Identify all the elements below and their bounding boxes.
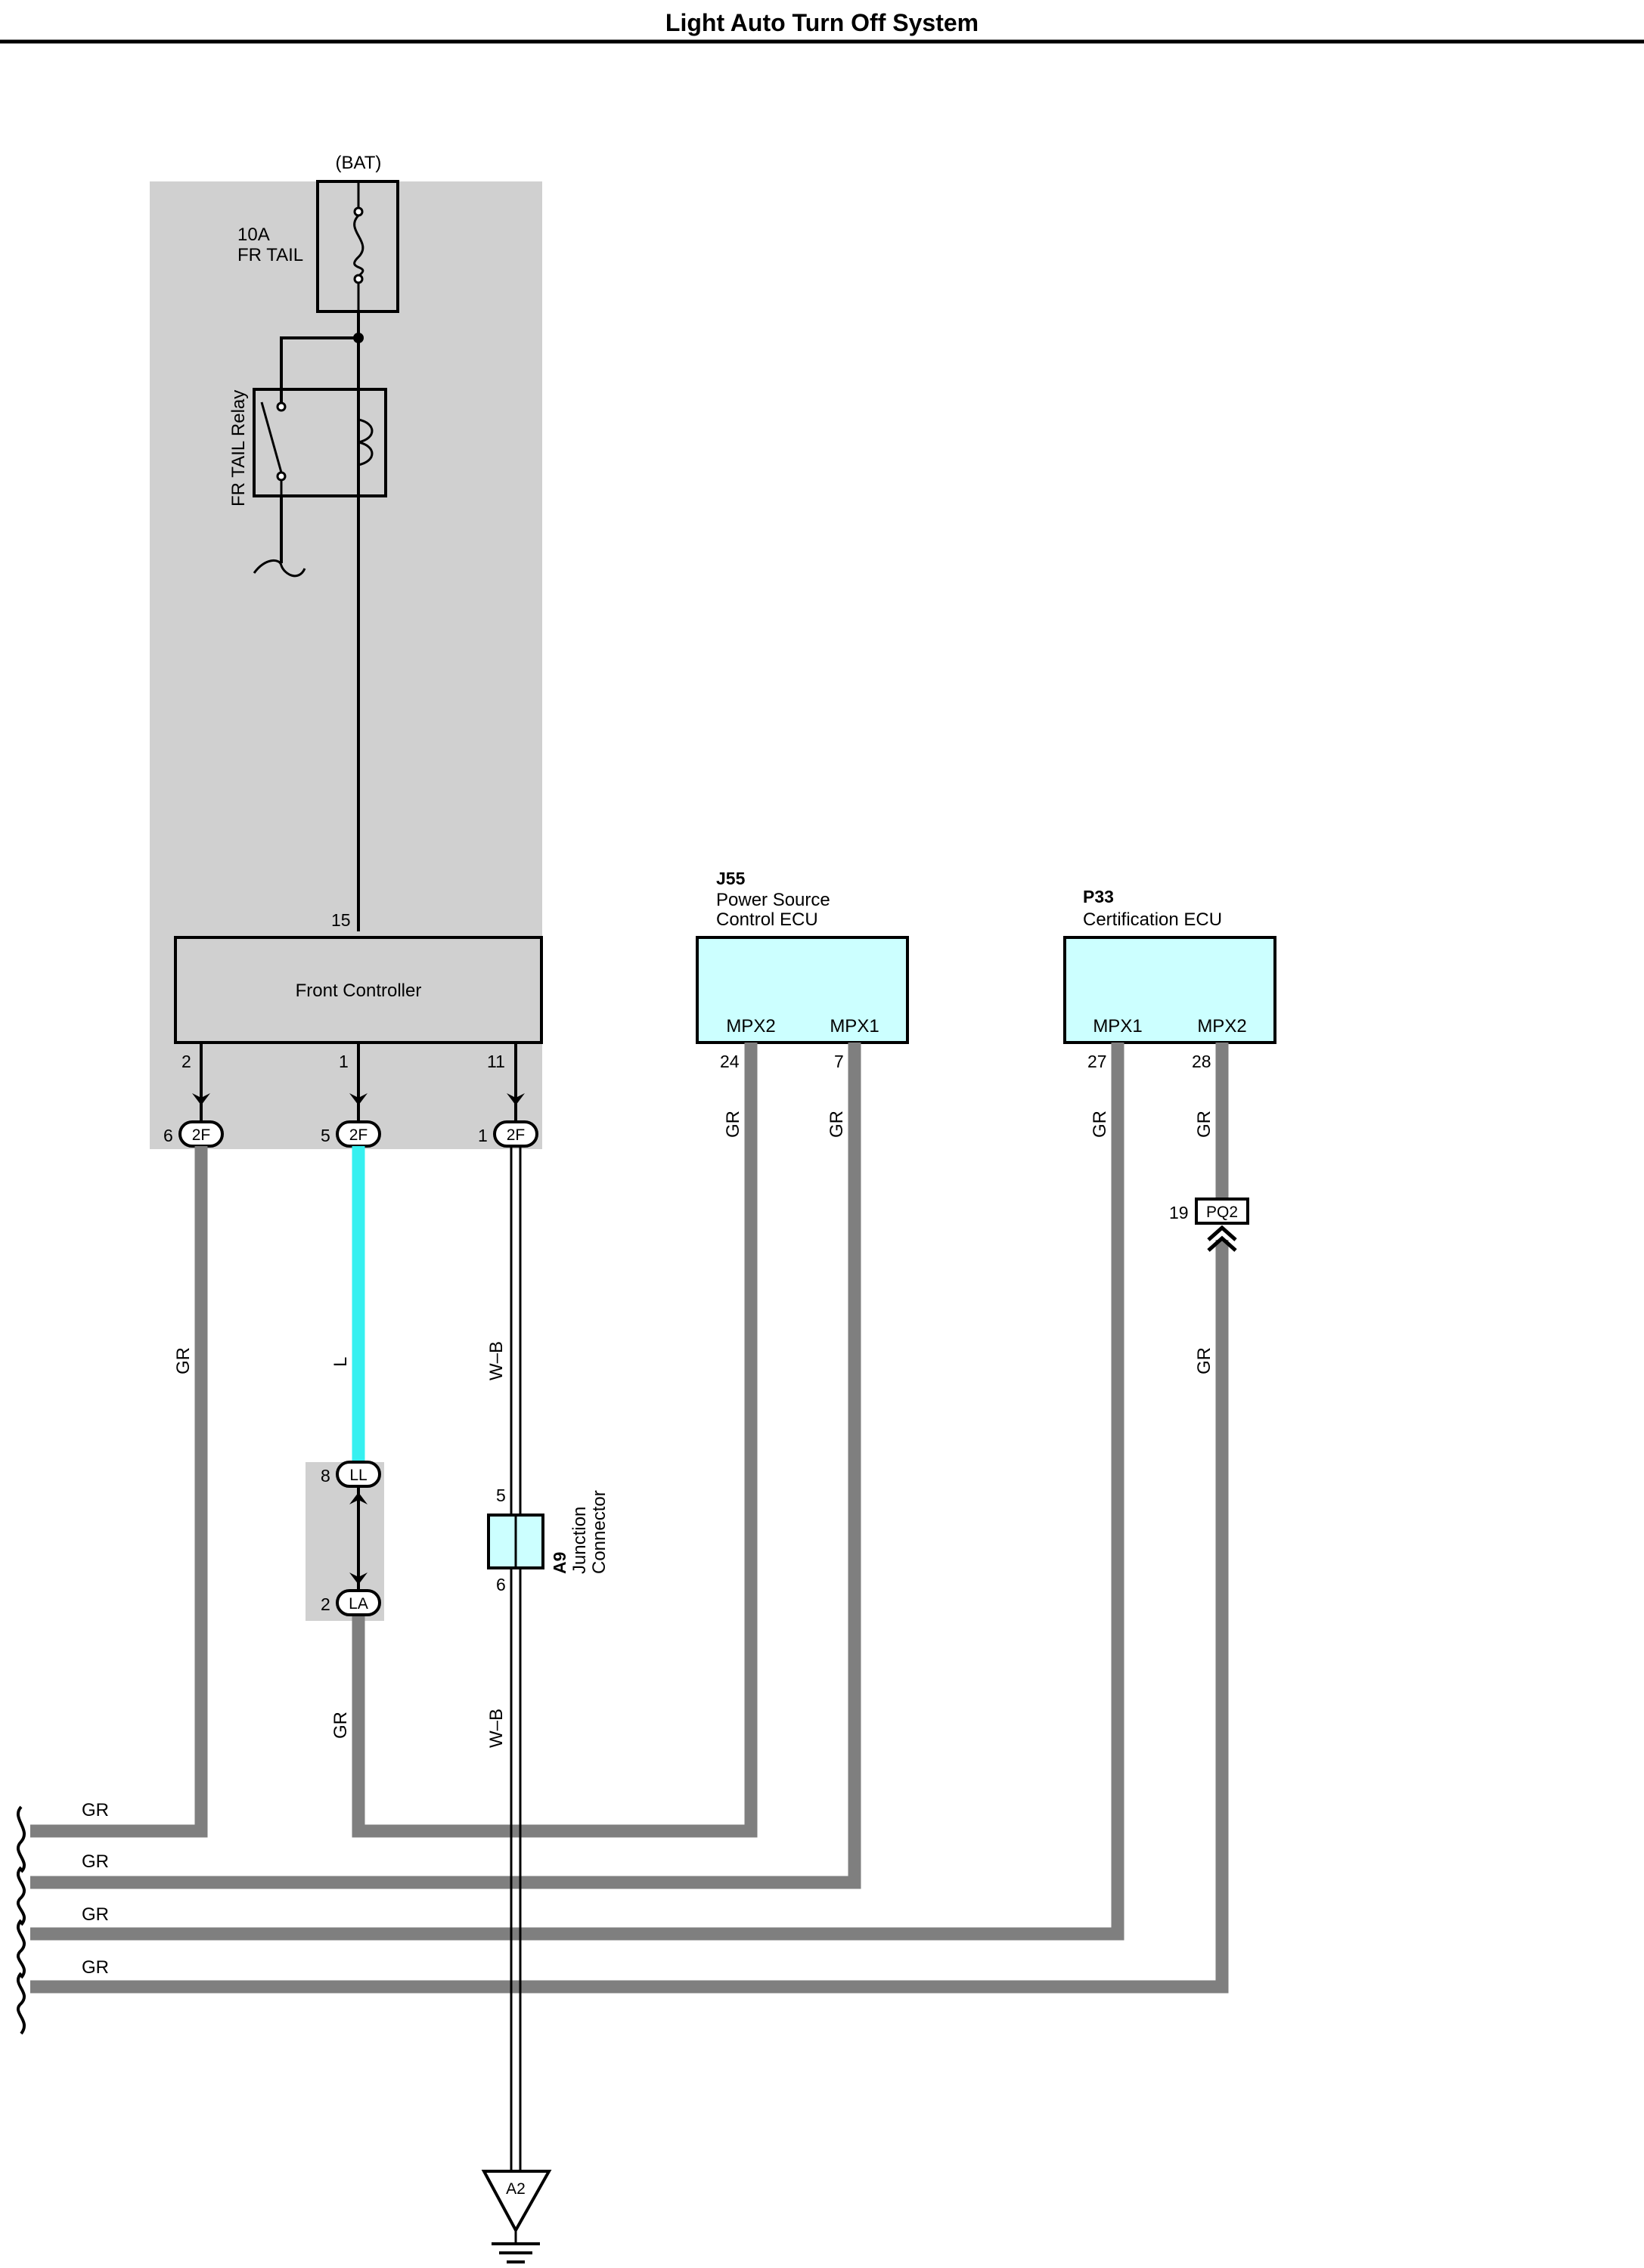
svg-text:PQ2: PQ2	[1206, 1204, 1238, 1221]
wire-gr-fc2	[30, 1146, 208, 1838]
p33-term-mpx1: MPX1	[1093, 1016, 1142, 1036]
a9-name-2: Connector	[589, 1490, 610, 1574]
p33-name: Certification ECU	[1083, 909, 1222, 930]
j55-name-2: Control ECU	[716, 909, 818, 930]
la-pin: 2	[321, 1594, 330, 1614]
svg-text:2F: 2F	[349, 1126, 368, 1144]
connector-ll: LL	[336, 1461, 381, 1591]
front-controller-box	[174, 936, 543, 1044]
connector-la: LA	[336, 1589, 381, 1616]
j55-pin-7: 7	[834, 1052, 844, 1071]
relay-label: FR TAIL Relay	[228, 390, 249, 507]
arrow-icon	[192, 1093, 210, 1105]
wire-gr-la-j55	[352, 1043, 758, 1838]
a9-pin-5: 5	[496, 1486, 506, 1505]
ground-a2: A2	[481, 2170, 552, 2263]
svg-text:2F: 2F	[507, 1126, 526, 1144]
j55-term-mpx2: MPX2	[726, 1016, 775, 1036]
wire-gr-pq2	[30, 1240, 1229, 1994]
a9-name-1: Junction	[569, 1507, 590, 1574]
front-controller-label: Front Controller	[296, 981, 422, 1001]
connector-2f-1: 2F	[493, 1120, 538, 1148]
wire-wb	[510, 1146, 522, 2170]
wire-gr-p33-mpx1	[30, 1043, 1124, 1941]
connector-2f-5: 2F	[336, 1120, 381, 1148]
p33-pin-27: 27	[1087, 1052, 1107, 1071]
wire-label-wb-1: W–B	[486, 1341, 507, 1380]
wire-label-gr-j55-1: GR	[723, 1111, 743, 1138]
connector-pq2: PQ2	[1195, 1198, 1249, 1252]
svg-text:LL: LL	[349, 1467, 367, 1484]
wire-label-gr-1: GR	[173, 1347, 194, 1374]
bat-label: (BAT)	[336, 153, 382, 173]
diagram-title: Light Auto Turn Off System	[665, 9, 979, 36]
svg-text:2F: 2F	[192, 1126, 211, 1144]
bus-label-4: GR	[82, 1957, 109, 1978]
wire-gr-j55-mpx1	[30, 1043, 861, 1889]
fuse-name: FR TAIL	[237, 245, 303, 265]
fc-pin-1: 1	[339, 1052, 349, 1071]
conn-pin-6: 6	[163, 1126, 173, 1145]
fr-tail-relay	[253, 311, 387, 931]
wire-label-gr-p33-2: GR	[1194, 1111, 1214, 1138]
ll-pin: 8	[321, 1466, 330, 1486]
p33-pin-28: 28	[1192, 1052, 1211, 1071]
j55-code: J55	[716, 869, 746, 888]
fc-pin-11: 11	[487, 1052, 505, 1071]
bus-label-3: GR	[82, 1904, 109, 1925]
arrow-icon	[349, 1093, 368, 1105]
wire-label-gr-pq2: GR	[1194, 1347, 1214, 1374]
p33-term-mpx2: MPX2	[1197, 1016, 1246, 1036]
wire-label-gr-j55-2: GR	[827, 1111, 847, 1138]
p33-box	[1063, 936, 1276, 1044]
svg-text:LA: LA	[349, 1595, 368, 1613]
a9-pin-6: 6	[496, 1575, 506, 1594]
pq2-pin: 19	[1169, 1203, 1189, 1222]
svg-text:A2: A2	[506, 2180, 526, 2198]
bus-label-1: GR	[82, 1800, 109, 1820]
a9-code: A9	[550, 1552, 569, 1574]
arrow-icon	[507, 1093, 525, 1105]
conn-pin-1: 1	[478, 1126, 488, 1145]
wire-break-marks	[16, 1805, 26, 2035]
j55-term-mpx1: MPX1	[830, 1016, 879, 1036]
fc-pin-2: 2	[181, 1052, 191, 1071]
fc-pin-15: 15	[331, 910, 351, 930]
conn-pin-5: 5	[321, 1126, 330, 1145]
bus-label-2: GR	[82, 1851, 109, 1872]
wire-label-l: L	[330, 1357, 351, 1367]
j55-box	[696, 936, 909, 1044]
wire-label-wb-2: W–B	[486, 1709, 507, 1748]
wire-label-gr-la: GR	[330, 1712, 351, 1739]
p33-code: P33	[1083, 887, 1114, 906]
j55-name-1: Power Source	[716, 890, 830, 910]
j55-pin-24: 24	[720, 1052, 740, 1071]
wire-label-gr-p33-1: GR	[1090, 1111, 1110, 1138]
fuse-fr-tail	[316, 180, 399, 313]
fuse-rating: 10A	[237, 225, 270, 245]
connector-2f-6: 2F	[178, 1120, 224, 1148]
